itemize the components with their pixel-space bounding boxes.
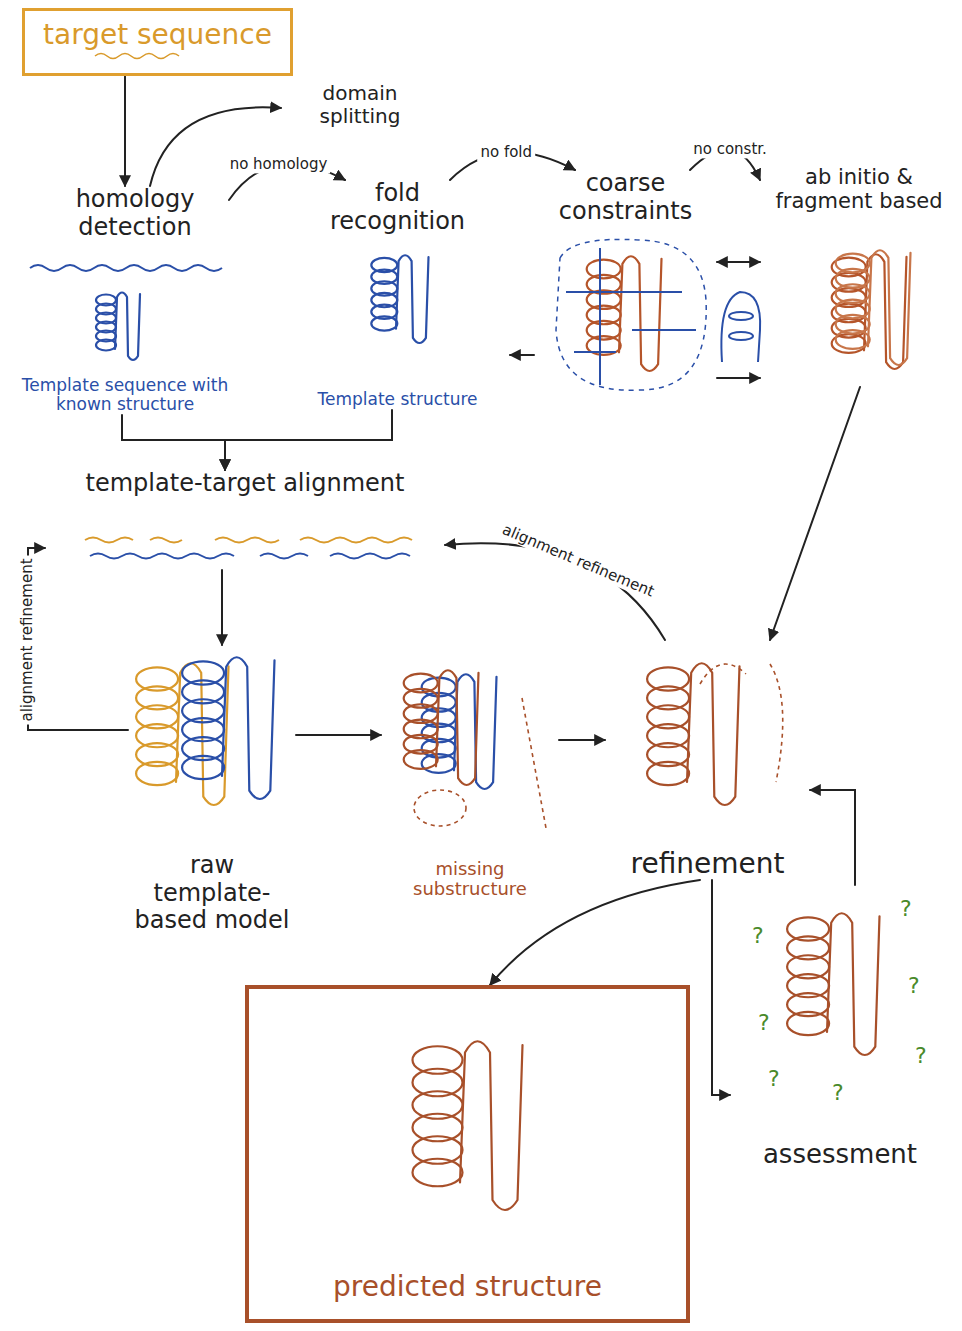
question-mark: ? — [758, 1012, 770, 1034]
flow-arrow — [124, 76, 126, 186]
flow-arrow — [717, 261, 760, 263]
figure-caption: Template structure — [285, 245, 510, 410]
step-label: coarse constraints — [534, 170, 717, 395]
node-text: domain splitting — [281, 82, 439, 128]
flow-arrow — [221, 570, 223, 645]
missing-substructure-figure — [404, 670, 546, 828]
step-label: refinement — [605, 640, 810, 880]
step-label: domain splitting — [281, 82, 439, 128]
flow-arrow — [28, 548, 128, 730]
flow-arrow — [225, 410, 392, 470]
node-text: coarse constraints — [534, 170, 717, 225]
ab-initio-figure — [832, 250, 911, 369]
start-box: target sequence — [22, 8, 293, 76]
question-mark: ? — [900, 898, 912, 920]
predicted-figure — [413, 1041, 523, 1210]
flow-arrow — [770, 387, 860, 640]
node-text: homology detection — [41, 186, 229, 241]
node-text: raw template-based model — [128, 852, 296, 935]
flow-arrow — [559, 739, 605, 741]
node-text: template-target alignment — [86, 470, 405, 498]
constraints-figure — [556, 239, 706, 390]
raw-model-figure — [136, 657, 274, 805]
contact-figure — [721, 292, 760, 362]
flow-arrow — [150, 107, 281, 186]
node-text: ab initio & fragment based — [760, 165, 958, 213]
step-label: homology detection — [41, 186, 229, 241]
sequence-squiggle — [95, 54, 179, 59]
step-label: raw template-based model — [128, 645, 296, 935]
template-structure-figure — [371, 255, 428, 343]
node-text: missing substructure — [381, 859, 559, 900]
node-text: Template structure — [317, 390, 477, 410]
template-sequence-figure — [30, 265, 222, 360]
node-text: fold recognition — [306, 180, 489, 235]
question-mark: ? — [752, 925, 764, 947]
figure-caption: missing substructure — [381, 650, 559, 900]
step-label: fold recognition — [306, 180, 489, 235]
node-text: refinement — [631, 848, 785, 880]
node-text: target sequence — [43, 19, 272, 51]
edge-label: no homology — [227, 156, 331, 173]
flow-arrow — [717, 377, 760, 379]
edge-label: alignment refinement — [496, 520, 658, 602]
question-mark: ? — [768, 1068, 780, 1090]
alignment-lines — [85, 538, 412, 559]
flow-arrow — [810, 790, 855, 885]
flow-arrow — [712, 880, 730, 1095]
question-mark: ? — [908, 975, 920, 997]
figure-caption: Template sequence with known structure — [21, 250, 229, 415]
flow-arrow — [510, 354, 534, 356]
edge-label: no fold — [477, 144, 535, 161]
result-box: predicted structure — [245, 985, 690, 1323]
step-label: template-target alignment — [45, 470, 445, 570]
step-label: ab initio & fragment based — [760, 165, 958, 387]
edge-label: alignment refinement — [19, 555, 36, 724]
edge-label: no constr. — [690, 141, 770, 158]
flow-arrow — [122, 415, 225, 470]
flow-arrow — [296, 734, 381, 736]
question-mark: ? — [832, 1082, 844, 1104]
node-text: Template sequence with known structure — [21, 376, 229, 415]
question-mark: ? — [915, 1045, 927, 1067]
node-text: predicted structure — [333, 1271, 602, 1303]
refinement-figure — [647, 663, 783, 805]
assessment-figure — [787, 913, 879, 1055]
node-text: assessment — [763, 1140, 917, 1170]
